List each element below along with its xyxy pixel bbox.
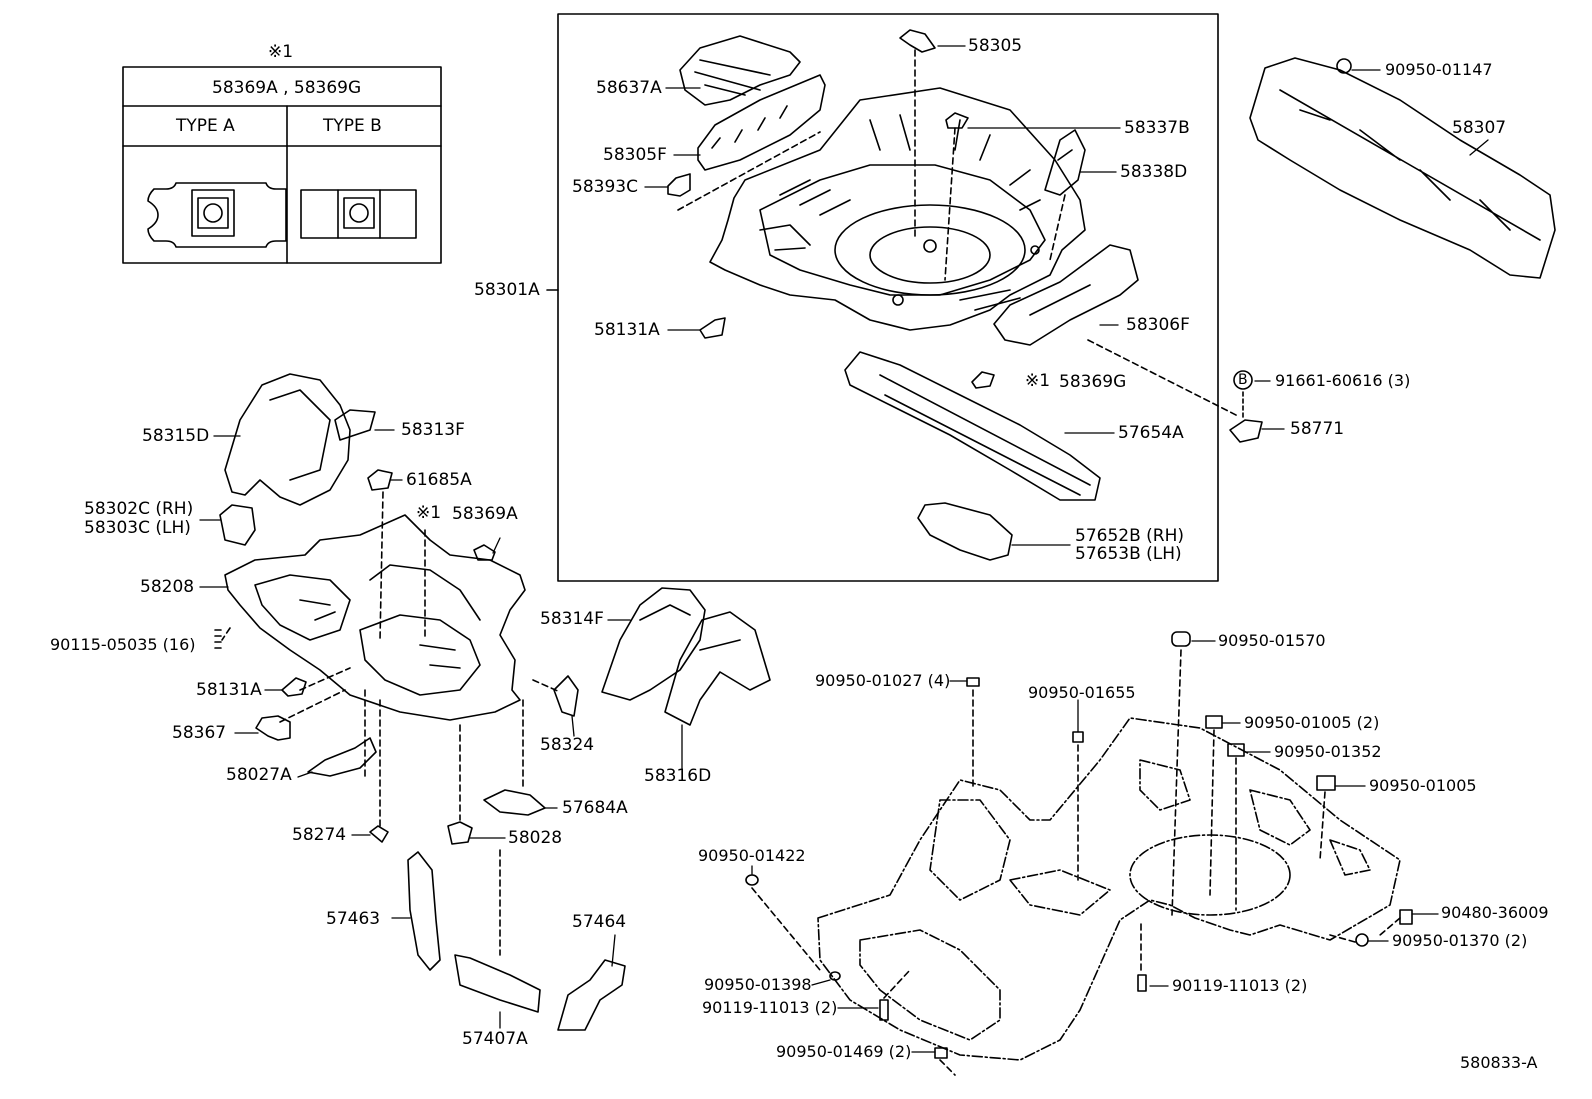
- label-58314F: 58314F: [540, 609, 604, 629]
- label-90950-01570: 90950-01570: [1218, 631, 1326, 650]
- label-57407A: 57407A: [462, 1029, 528, 1049]
- inset-type-a: TYPE A: [176, 116, 235, 136]
- label-58305F: 58305F: [603, 145, 667, 165]
- label-58028: 58028: [508, 828, 563, 848]
- label-90950-01005-2: 90950-01005 (2): [1244, 713, 1380, 732]
- label-58131A: 58131A: [196, 680, 262, 700]
- label-90950-01352: 90950-01352: [1274, 742, 1382, 761]
- label-58324: 58324: [540, 735, 595, 755]
- label-58337B: 58337B: [1124, 118, 1190, 138]
- label-90115-05035: 90115-05035 (16): [50, 635, 196, 654]
- underbody-outline: [817, 717, 1401, 1061]
- label-58315D: 58315D: [142, 426, 210, 446]
- label-58307: 58307: [1452, 118, 1507, 138]
- label-58338D: 58338D: [1120, 162, 1188, 182]
- label-90950-01469: 90950-01469 (2): [776, 1042, 912, 1061]
- label-61685A: 61685A: [406, 470, 472, 490]
- label-57654A: 57654A: [1118, 423, 1184, 443]
- label-58305: 58305: [968, 36, 1023, 56]
- label-58027A: 58027A: [226, 765, 292, 785]
- label-91661-circle: B: [1238, 372, 1248, 388]
- label-58369G-mark: ※1: [1025, 371, 1051, 391]
- label-90950-01005: 90950-01005: [1369, 776, 1477, 795]
- label-58369A-mark: ※1: [416, 503, 442, 523]
- label-58316D: 58316D: [644, 766, 712, 786]
- label-58274: 58274: [292, 825, 347, 845]
- label-58367: 58367: [172, 723, 227, 743]
- label-90119-11013-left: 90119-11013 (2): [702, 998, 838, 1017]
- center-floor-pan: [224, 514, 526, 721]
- label-90119-11013-right: 90119-11013 (2): [1172, 976, 1308, 995]
- label-90950-01422: 90950-01422: [698, 846, 806, 865]
- label-91661: 91661-60616 (3): [1275, 371, 1411, 390]
- label-58313F: 58313F: [401, 420, 465, 440]
- label-57653B: 57653B (LH): [1075, 544, 1182, 564]
- assembly-frame: [557, 13, 1219, 582]
- label-57684A: 57684A: [562, 798, 628, 818]
- rear-floor-pan: [709, 87, 1086, 331]
- inset-mark: ※1: [268, 42, 294, 62]
- label-58637A: 58637A: [596, 78, 662, 98]
- label-58306F: 58306F: [1126, 315, 1190, 335]
- label-58303C: 58303C (LH): [84, 518, 191, 538]
- inset-header: 58369A , 58369G: [212, 78, 362, 98]
- label-58208: 58208: [140, 577, 195, 597]
- label-58301A: 58301A: [474, 280, 540, 300]
- label-90950-01027: 90950-01027 (4): [815, 671, 951, 690]
- label-90480-36009: 90480-36009: [1441, 903, 1549, 922]
- label-58369G: 58369G: [1059, 372, 1127, 392]
- label-57652B: 57652B (RH): [1075, 526, 1185, 546]
- label-57464: 57464: [572, 912, 627, 932]
- label-58131A-top: 58131A: [594, 320, 660, 340]
- label-57463: 57463: [326, 909, 381, 929]
- label-58369A: 58369A: [452, 504, 518, 524]
- label-90950-01147: 90950-01147: [1385, 60, 1493, 79]
- inset-table: [122, 66, 442, 264]
- label-58393C: 58393C: [572, 177, 638, 197]
- label-58771: 58771: [1290, 419, 1345, 439]
- label-90950-01655: 90950-01655: [1028, 683, 1136, 702]
- inset-type-b: TYPE B: [323, 116, 382, 136]
- label-90950-01370: 90950-01370 (2): [1392, 931, 1528, 950]
- label-90950-01398: 90950-01398: [704, 975, 812, 994]
- label-58302C: 58302C (RH): [84, 499, 194, 519]
- diagram-id: 580833-A: [1460, 1053, 1538, 1072]
